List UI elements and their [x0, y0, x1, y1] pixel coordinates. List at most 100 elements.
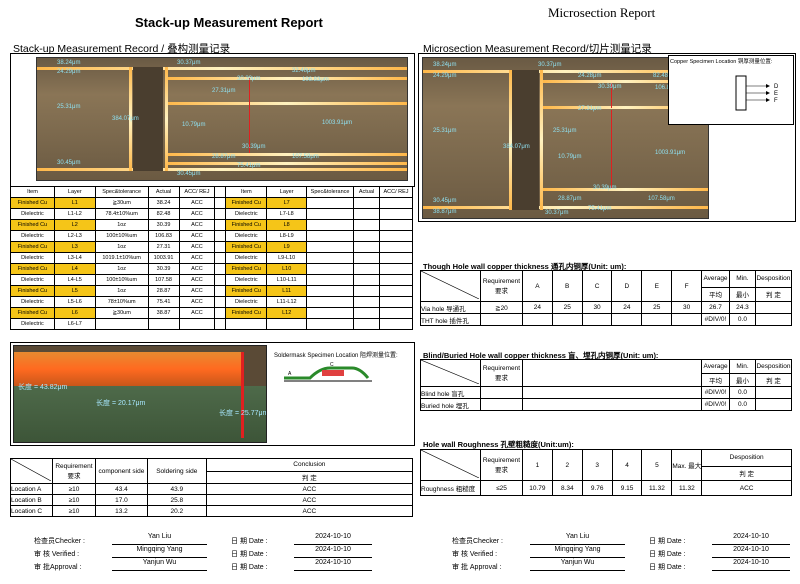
stackup-cell-l-layer: L4-L5 [53, 274, 96, 286]
through-hole-title: Though Hole wall copper thickness 通孔内铜厚(… [423, 262, 627, 271]
photo-label: 30.45μm [57, 160, 81, 166]
stackup-cell-r-spec [306, 285, 355, 297]
blank-header [521, 359, 703, 387]
soldermask-cell-sold: 20.2 [146, 505, 207, 517]
through-hole-cell-name: Via hole 导通孔 [420, 301, 481, 314]
signature-date: 2024-10-10 [733, 533, 769, 540]
signature-name: Yan Liu [565, 533, 590, 540]
stackup-cell-l-layer: L2 [53, 219, 96, 231]
stackup-cell-r-layer: L9 [266, 241, 308, 253]
stackup-cell-l-acc: ACC [178, 230, 216, 242]
date-underline [712, 557, 790, 558]
row-value: 9.76 [581, 480, 613, 496]
through-hole-cell-dep [754, 301, 793, 314]
soldermask-cell-concl: ACC [205, 483, 414, 495]
specimen-letter: F [774, 98, 778, 104]
through-hole-cell-dep [754, 313, 793, 326]
spacer-cell [214, 318, 227, 330]
photo-label: 30.39μm [598, 84, 622, 90]
stackup-cell-l-spec: 78.4±10%um [94, 208, 149, 220]
through-hole-cell-avg: #DIV/0! [701, 313, 730, 326]
judge-header: 判 定 [701, 465, 792, 482]
photo-label: 27.31μm [212, 88, 236, 94]
blind-hole-empty-cell [479, 398, 523, 411]
stackup-cell-r-spec [306, 208, 355, 220]
left-report-title: Stack-up Measurement Report [135, 15, 323, 30]
signature-date-label: 日 期 Date : [649, 551, 686, 558]
signature-underline [112, 557, 207, 558]
diagonal-header [10, 458, 53, 484]
requirement-header: Requirement 要求 [479, 359, 523, 387]
stackup-cell-r-item: Dielectric [225, 230, 268, 242]
photo-label: 384.07μm [503, 144, 530, 150]
row-req: ≤25 [479, 480, 523, 496]
stackup-cell-r-layer: L7-L8 [266, 208, 308, 220]
spacer-cell [214, 197, 227, 209]
stackup-cell-l-acc: ACC [178, 274, 216, 286]
signature-date: 2024-10-10 [315, 559, 351, 566]
through-hole-cell-avg: 26.7 [701, 301, 730, 314]
stackup-cell-l-layer: L5 [53, 285, 96, 297]
stackup-cell-l-actual: 30.39 [147, 219, 180, 231]
soldermask-cell-loc: Location B [10, 494, 53, 506]
stackup-cell-r-acc [378, 241, 414, 253]
microsection-photo-frame [418, 53, 796, 222]
stackup-cell-l-spec: 1oz [94, 219, 149, 231]
stackup-cell-l-spec: 1oz [94, 263, 149, 275]
date-underline [294, 570, 372, 571]
blind-hole-row: Blind hole 盲孔#DIV/0!0.0 [420, 386, 793, 399]
stackup-cell-r-layer: L7 [266, 197, 308, 209]
row-value: 8.34 [551, 480, 583, 496]
spacer-cell [214, 208, 227, 220]
through-hole-cell-req [479, 313, 523, 326]
stackup-cell-l-item: Finished Cu [10, 219, 55, 231]
photo-label: 1003.91μm [655, 150, 686, 156]
stackup-cell-l-item: Finished Cu [10, 285, 55, 297]
col-header: Actual [147, 186, 180, 198]
row-name: Roughness 粗糙度 [420, 480, 481, 496]
spacer-cell [214, 241, 227, 253]
stackup-cell-l-layer: L6-L7 [53, 318, 96, 330]
date-underline [712, 544, 790, 545]
stackup-cell-l-spec: 100±10%um [94, 274, 149, 286]
spacer-cell [214, 186, 227, 198]
col-header: Spec&tolerance [306, 186, 355, 198]
stackup-cell-l-acc: ACC [178, 252, 216, 264]
spacer-cell [214, 230, 227, 242]
blind-hole-cell-avg: #DIV/0! [701, 386, 731, 399]
blind-hole-empty-cell [479, 386, 523, 399]
stackup-cell-r-item: Finished Cu [225, 197, 268, 209]
stackup-cell-r-layer: L8-L9 [266, 230, 308, 242]
col-header: F [671, 270, 703, 302]
stackup-cell-r-actual [353, 274, 380, 286]
stackup-cell-l-layer: L6 [53, 307, 96, 319]
stackup-cell-r-acc [378, 252, 414, 264]
stackup-cell-l-actual: 1003.91 [147, 252, 180, 264]
stackup-cell-l-actual: 27.31 [147, 241, 180, 253]
blind-hole-empty-cell [521, 386, 703, 399]
date-underline [294, 557, 372, 558]
through-hole-row: THT hole 插件孔#DIV/0!0.0 [420, 313, 793, 326]
stackup-cell-r-item: Dielectric [225, 208, 268, 220]
min-subheader: 最小 [728, 286, 756, 303]
stackup-cell-r-spec [306, 252, 355, 264]
blind-hole-empty-cell [521, 398, 703, 411]
through-hole-cell-min: 0.0 [728, 313, 756, 326]
through-hole-table: Requirement 要求 A B C D E F Average Min. … [420, 270, 793, 326]
stackup-cell-l-actual [147, 318, 180, 330]
requirement-header: Requirement 要求 [51, 458, 96, 484]
col-header: 2 [551, 449, 583, 481]
signature-name: Yanjun Wu [142, 559, 177, 566]
requirement-header: Requirement 要求 [479, 449, 523, 481]
through-hole-cell-b: 25 [551, 301, 583, 314]
blind-hole-empty-cell [754, 386, 793, 399]
signature-name: Mingqing Yang [136, 546, 183, 553]
